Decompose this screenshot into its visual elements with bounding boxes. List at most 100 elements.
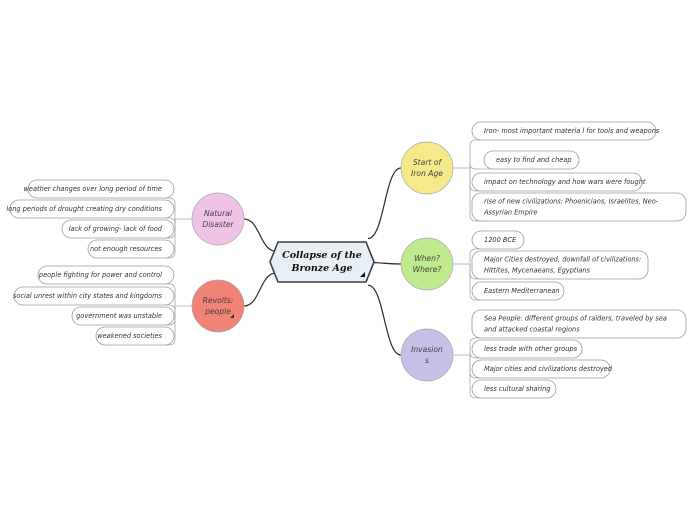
- subtopic-label: weakened societies: [97, 332, 162, 340]
- subtopic-bubble: [27, 179, 175, 199]
- subtopic-invasions-4[interactable]: less cultural sharing: [471, 379, 557, 399]
- subtopic-label: Sea People: different groups of raiders,…: [484, 315, 667, 323]
- subtopic-label: Major Cities destroyed, downfall of civi…: [484, 256, 641, 264]
- subtopic-start-iron-age-4[interactable]: rise of new civilizations: Phoenicians, …: [471, 192, 687, 222]
- subtopic-start-iron-age-3[interactable]: impact on technology and how wars were f…: [471, 172, 646, 192]
- subtopic-label: Hittites, Mycenaeans, Egyptians: [484, 267, 591, 275]
- subtopic-bubble: [471, 230, 525, 250]
- leaf-connector: [469, 337, 486, 355]
- leaf-connector: [469, 162, 493, 170]
- subtopic-label: Eastern Mediterranean: [484, 287, 560, 295]
- subtopic-when-where-1[interactable]: 1200 BCE: [471, 230, 525, 250]
- topic-circle: [400, 141, 454, 195]
- subtopic-start-iron-age-1[interactable]: Iron- most important materia l for tools…: [471, 121, 660, 141]
- subtopic-label: social unrest within city states and kin…: [13, 292, 163, 300]
- subtopic-when-where-2[interactable]: Major Cities destroyed, downfall of civi…: [471, 250, 649, 280]
- subtopic-label: less cultural sharing: [484, 385, 551, 393]
- subtopic-invasions-1[interactable]: Sea People: different groups of raiders,…: [471, 309, 687, 339]
- subtopic-bubble: [471, 192, 687, 222]
- topic-invasions[interactable]: Invasion s: [400, 328, 454, 382]
- leaf-connector: [469, 139, 481, 168]
- subtopic-label: Assyrian Empire: [483, 209, 538, 217]
- subtopic-natural-disaster-4[interactable]: not enough resources: [87, 239, 175, 259]
- topic-label: Disaster: [202, 220, 234, 229]
- topic-label: Natural: [204, 209, 233, 218]
- subtopic-label: Iron- most important materia l for tools…: [484, 127, 660, 135]
- subtopic-label: long periods of drought creating dry con…: [6, 205, 162, 213]
- topic-label: s: [425, 356, 429, 365]
- topic-label: people: [204, 307, 231, 316]
- subtopic-label: Major cities and civilizations destroyed: [484, 365, 613, 373]
- subtopic-label: less trade with other groups: [484, 345, 578, 353]
- subtopic-label: 1200 BCE: [484, 236, 517, 244]
- subtopic-label: lack of growing- lack of food: [69, 225, 163, 233]
- subtopic-bubble: [471, 309, 687, 339]
- branch-connector: [243, 272, 277, 307]
- topic-label: Where?: [413, 265, 442, 274]
- subtopic-invasions-2[interactable]: less trade with other groups: [471, 339, 583, 359]
- subtopic-label: and attacked coastal regions: [484, 326, 580, 334]
- subtopic-revolts-3[interactable]: government was unstable: [71, 306, 175, 326]
- subtopic-bubble: [471, 379, 557, 399]
- topic-label: Revolts:: [203, 296, 234, 305]
- subtopic-bubble: [471, 250, 649, 280]
- central-topic-shape: [269, 241, 375, 283]
- topic-label: Iron Age: [411, 169, 443, 178]
- subtopic-natural-disaster-2[interactable]: long periods of drought creating dry con…: [6, 199, 175, 219]
- leaf-connector: [165, 306, 176, 346]
- central-topic-title: Collapse of the: [282, 250, 362, 261]
- subtopic-start-iron-age-2[interactable]: easy to find and cheap: [483, 150, 580, 170]
- subtopic-revolts-2[interactable]: social unrest within city states and kin…: [13, 286, 175, 306]
- subtopic-bubble: [471, 121, 657, 141]
- topic-circle: [400, 328, 454, 382]
- topic-circle: [191, 279, 245, 333]
- subtopic-bubble: [13, 286, 175, 306]
- topic-when-where[interactable]: When?Where?: [400, 237, 454, 291]
- subtopic-bubble: [87, 239, 175, 259]
- leaf-connector: [165, 197, 176, 219]
- subtopic-label: people fighting for power and control: [38, 271, 162, 279]
- branch-connector: [367, 284, 402, 356]
- topic-start-iron-age[interactable]: Start of Iron Age: [400, 141, 454, 195]
- leaf-connector: [469, 355, 481, 399]
- leaf-connector: [469, 248, 481, 264]
- branch-connector: [243, 218, 277, 252]
- subtopic-label: impact on technology and how wars were f…: [484, 178, 646, 186]
- subtopic-label: government was unstable: [76, 312, 162, 320]
- subtopic-bubble: [483, 150, 580, 170]
- topic-circle: [400, 237, 454, 291]
- central-topic-title: Bronze Age: [290, 263, 352, 274]
- leaf-connector: [165, 219, 176, 259]
- subtopic-label: not enough resources: [90, 245, 163, 253]
- subtopic-label: rise of new civilizations: Phoenicians, …: [484, 198, 659, 206]
- topic-revolts[interactable]: Revolts: people: [191, 279, 245, 333]
- subtopic-bubble: [471, 359, 611, 379]
- note-indicator-icon: [360, 272, 365, 277]
- subtopic-bubble: [71, 306, 175, 326]
- subtopic-label: easy to find and cheap: [496, 156, 572, 164]
- subtopic-bubble: [61, 219, 175, 239]
- topic-label: Start of: [413, 158, 443, 167]
- subtopic-bubble: [471, 172, 643, 192]
- subtopic-when-where-3[interactable]: Eastern Mediterranean: [471, 281, 565, 301]
- leaf-connector: [469, 168, 486, 222]
- subtopic-revolts-4[interactable]: weakened societies: [95, 326, 175, 346]
- subtopic-bubble: [95, 326, 175, 346]
- branch-connector: [367, 167, 402, 240]
- topic-circle: [191, 192, 245, 246]
- subtopic-label: weather changes over long period of time: [24, 185, 163, 193]
- subtopic-natural-disaster-1[interactable]: weather changes over long period of time: [24, 179, 175, 199]
- subtopic-bubble: [9, 199, 175, 219]
- subtopic-natural-disaster-3[interactable]: lack of growing- lack of food: [61, 219, 175, 239]
- note-indicator-icon: [230, 314, 234, 318]
- subtopic-bubble: [471, 339, 583, 359]
- subtopic-invasions-3[interactable]: Major cities and civilizations destroyed: [471, 359, 613, 379]
- leaf-connector: [469, 264, 481, 301]
- leaf-connector: [469, 351, 481, 359]
- subtopic-bubble: [471, 281, 565, 301]
- subtopic-revolts-1[interactable]: people fighting for power and control: [37, 265, 175, 285]
- topic-label: Invasion: [411, 345, 443, 354]
